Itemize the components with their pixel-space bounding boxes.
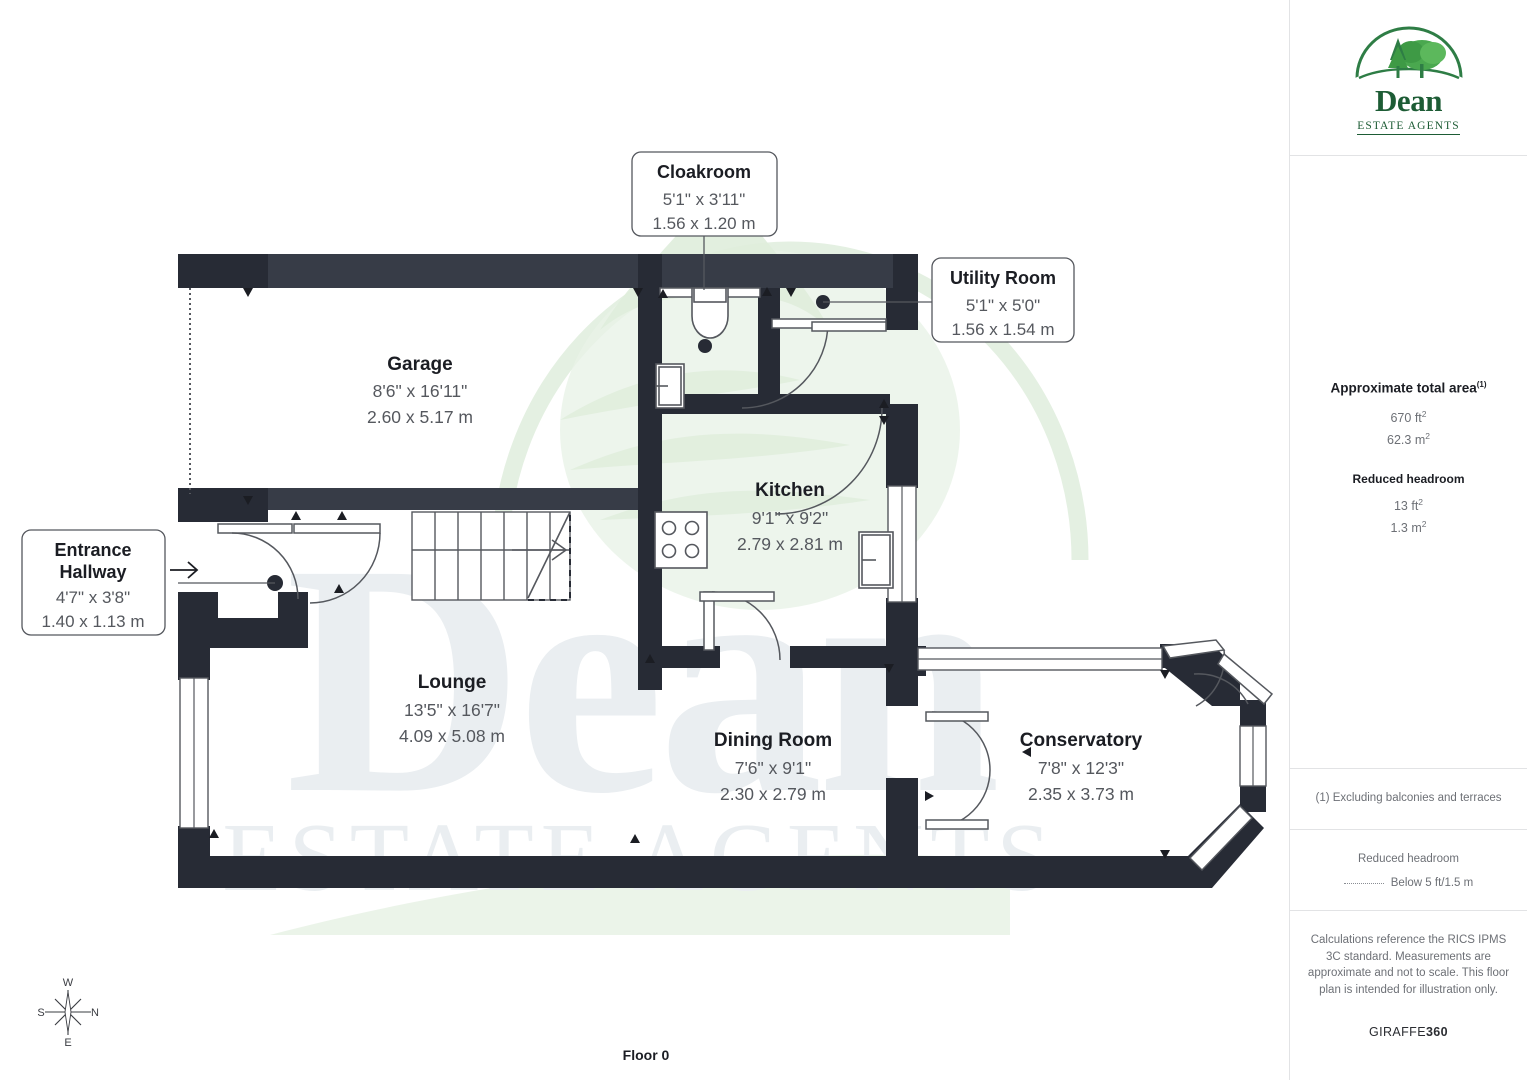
room-label-garage: Garage 8'6" x 16'11" 2.60 x 5.17 m bbox=[367, 354, 473, 427]
svg-text:13'5" x 16'7": 13'5" x 16'7" bbox=[404, 700, 500, 720]
window-conservatory-top bbox=[917, 647, 1163, 671]
svg-text:1.40 x 1.13 m: 1.40 x 1.13 m bbox=[41, 612, 144, 631]
callout-cloakroom: Cloakroom 5'1" x 3'11" 1.56 x 1.20 m bbox=[631, 151, 778, 290]
room-label-dining-room: Dining Room 7'6" x 9'1" 2.30 x 2.79 m bbox=[714, 730, 832, 804]
cloakroom-door-knob bbox=[698, 339, 712, 353]
svg-text:7'6" x 9'1": 7'6" x 9'1" bbox=[735, 758, 812, 778]
area-title-footnote: (1) bbox=[1476, 380, 1487, 389]
svg-text:1.56 x 1.54 m: 1.56 x 1.54 m bbox=[951, 320, 1054, 339]
floor-plan-canvas: Dean ESTATE AGENTS bbox=[21, 151, 1274, 1063]
svg-text:4.09 x 5.08 m: 4.09 x 5.08 m bbox=[399, 726, 505, 746]
door-hall-lounge bbox=[309, 532, 381, 604]
area-title: Approximate total area(1) bbox=[1330, 380, 1487, 396]
room-label-kitchen: Kitchen 9'1" x 9'2" 2.79 x 2.81 m bbox=[737, 480, 843, 554]
svg-text:5'1" x 5'0": 5'1" x 5'0" bbox=[966, 296, 1040, 315]
svg-text:7'8" x 12'3": 7'8" x 12'3" bbox=[1038, 758, 1124, 778]
dashed-line-legend-icon bbox=[1343, 882, 1384, 884]
headroom-sqft: 13 ft2 bbox=[1393, 496, 1424, 513]
door-entrance bbox=[231, 532, 299, 600]
sink-fixture bbox=[858, 531, 894, 589]
svg-text:2.60 x 5.17 m: 2.60 x 5.17 m bbox=[367, 407, 473, 427]
svg-text:Lounge: Lounge bbox=[418, 672, 487, 693]
area-summary: Approximate total area(1) 670 ft2 62.3 m… bbox=[1290, 380, 1527, 540]
area-sqm: 62.3 m2 bbox=[1387, 431, 1430, 448]
door-kitchen-utility bbox=[741, 321, 829, 409]
giraffe360-brand: GIRAFFE360 bbox=[1290, 1025, 1527, 1039]
note-headroom-legend: Below 5 ft/1.5 m bbox=[1390, 877, 1474, 889]
dimension-markers bbox=[209, 287, 1170, 859]
note-reduced-headroom: Reduced headroom Below 5 ft/1.5 m bbox=[1304, 853, 1513, 889]
compass-rose: W N E S bbox=[37, 977, 99, 1049]
svg-text:1.56 x 1.20 m: 1.56 x 1.20 m bbox=[652, 214, 755, 233]
svg-text:5'1" x 3'11": 5'1" x 3'11" bbox=[663, 190, 746, 209]
entrance-arrow-icon bbox=[170, 561, 199, 579]
area-sqft: 670 ft2 bbox=[1390, 408, 1427, 425]
svg-text:N: N bbox=[91, 1007, 99, 1019]
logo-subtitle: ESTATE AGENTS bbox=[1357, 120, 1460, 135]
headroom-title: Reduced headroom bbox=[1352, 471, 1465, 486]
room-label-conservatory: Conservatory 7'8" x 12'3" 2.35 x 3.73 m bbox=[1020, 730, 1143, 804]
svg-text:Dining Room: Dining Room bbox=[714, 730, 832, 751]
svg-text:Kitchen: Kitchen bbox=[755, 480, 825, 501]
svg-text:S: S bbox=[37, 1007, 44, 1019]
room-labels: Garage 8'6" x 16'11" 2.60 x 5.17 m Kitch… bbox=[367, 354, 1143, 804]
leaf-conservatory-bottom bbox=[925, 819, 989, 830]
callout-entrance-hallway: Entrance Hallway 4'7" x 3'8" 1.40 x 1.13… bbox=[21, 529, 199, 636]
svg-text:2.35 x 3.73 m: 2.35 x 3.73 m bbox=[1028, 784, 1134, 804]
svg-text:Cloakroom: Cloakroom bbox=[657, 162, 751, 182]
brand-suffix: 360 bbox=[1425, 1025, 1449, 1039]
svg-text:Conservatory: Conservatory bbox=[1020, 730, 1143, 751]
svg-text:E: E bbox=[64, 1037, 71, 1049]
agency-logo: Dean ESTATE AGENTS bbox=[1290, 0, 1527, 155]
note-calculations: Calculations reference the RICS IPMS 3C … bbox=[1307, 934, 1510, 997]
sidebar-divider-4 bbox=[1290, 910, 1527, 911]
tree-logo-icon bbox=[1354, 26, 1463, 80]
hob-fixture bbox=[654, 511, 708, 569]
svg-text:2.79 x 2.81 m: 2.79 x 2.81 m bbox=[737, 534, 843, 554]
door-kitchen-rear bbox=[775, 407, 883, 515]
leaf-kitchen-dining-head bbox=[699, 591, 775, 602]
svg-text:2.30 x 2.79 m: 2.30 x 2.79 m bbox=[720, 784, 826, 804]
svg-text:W: W bbox=[63, 977, 74, 989]
panel-conservatory-bottom-right bbox=[1189, 805, 1253, 871]
leaf-conservatory-top bbox=[925, 711, 989, 722]
fixtures bbox=[178, 287, 894, 591]
headroom-sqm: 1.3 m2 bbox=[1390, 519, 1427, 536]
floor-label: Floor 0 bbox=[623, 1047, 670, 1063]
reduced-headroom-boundary bbox=[528, 512, 571, 601]
room-label-lounge: Lounge 13'5" x 16'7" 4.09 x 5.08 m bbox=[399, 672, 505, 746]
svg-text:Utility Room: Utility Room bbox=[950, 268, 1056, 288]
leaf-utility bbox=[811, 321, 887, 332]
staircase bbox=[411, 511, 571, 601]
svg-text:8'6" x 16'11": 8'6" x 16'11" bbox=[373, 381, 468, 401]
callout-utility-room: Utility Room 5'1" x 5'0" 1.56 x 1.54 m bbox=[886, 257, 1075, 343]
window-lounge-left bbox=[179, 677, 209, 829]
window-conservatory-right bbox=[1239, 725, 1267, 787]
sidebar-divider-1 bbox=[1290, 155, 1527, 156]
svg-text:4'7" x 3'8": 4'7" x 3'8" bbox=[56, 588, 130, 607]
door-conservatory-top-right bbox=[1161, 639, 1274, 707]
door-leaf-strokes bbox=[699, 321, 989, 830]
sidebar-divider-2 bbox=[1290, 768, 1527, 769]
basin-fixture bbox=[655, 363, 685, 409]
logo-name: Dean bbox=[1375, 83, 1442, 118]
note-headroom-title: Reduced headroom bbox=[1357, 853, 1459, 865]
svg-text:Hallway: Hallway bbox=[59, 562, 126, 582]
svg-text:Garage: Garage bbox=[387, 354, 452, 375]
svg-text:Entrance: Entrance bbox=[54, 540, 131, 560]
svg-text:9'1" x 9'2": 9'1" x 9'2" bbox=[752, 508, 829, 528]
sidebar-divider-3 bbox=[1290, 829, 1527, 830]
info-sidebar: Dean ESTATE AGENTS Approximate total are… bbox=[1289, 0, 1527, 1080]
note-excluding: (1) Excluding balconies and terraces bbox=[1315, 792, 1502, 804]
wc-fixture bbox=[691, 287, 729, 339]
brand-prefix: GIRAFFE bbox=[1368, 1025, 1426, 1039]
stairs-direction-arrow bbox=[512, 539, 568, 561]
